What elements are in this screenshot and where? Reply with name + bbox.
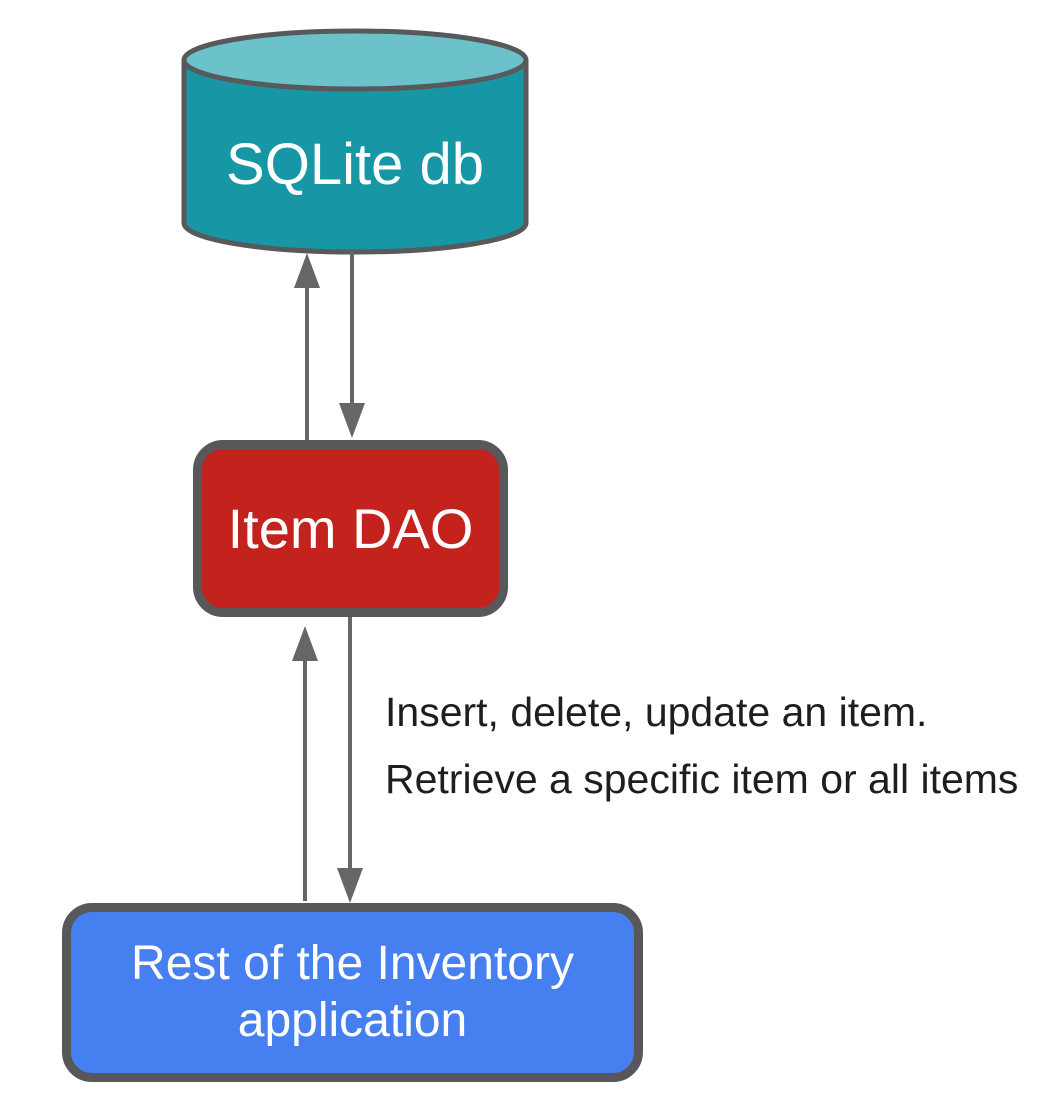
inventory-app-node: Rest of the Inventory application: [62, 903, 643, 1082]
cylinder-body: [181, 60, 529, 255]
sqlite-db-cylinder: [181, 28, 529, 255]
edge-annotation: Insert, delete, update an item. Retrieve…: [385, 688, 1045, 822]
edge-annotation-line-2: Retrieve a specific item or all items: [385, 756, 1019, 803]
item-dao-node: Item DAO: [193, 440, 508, 617]
arrowhead-up-icon: [294, 253, 320, 288]
arrowhead-up-icon: [292, 626, 318, 661]
arrow-db-to-dao: [339, 251, 365, 438]
inventory-app-label: Rest of the Inventory application: [131, 936, 574, 1047]
arrow-app-to-dao: [292, 626, 318, 901]
edge-annotation-line-1: Insert, delete, update an item.: [385, 689, 928, 735]
cylinder-top: [181, 28, 529, 92]
item-dao-label: Item DAO: [227, 497, 474, 560]
arrow-dao-to-app: [337, 617, 363, 903]
arrow-dao-to-db: [294, 253, 320, 440]
arrowhead-down-icon: [339, 403, 365, 438]
arrowhead-down-icon: [337, 868, 363, 903]
